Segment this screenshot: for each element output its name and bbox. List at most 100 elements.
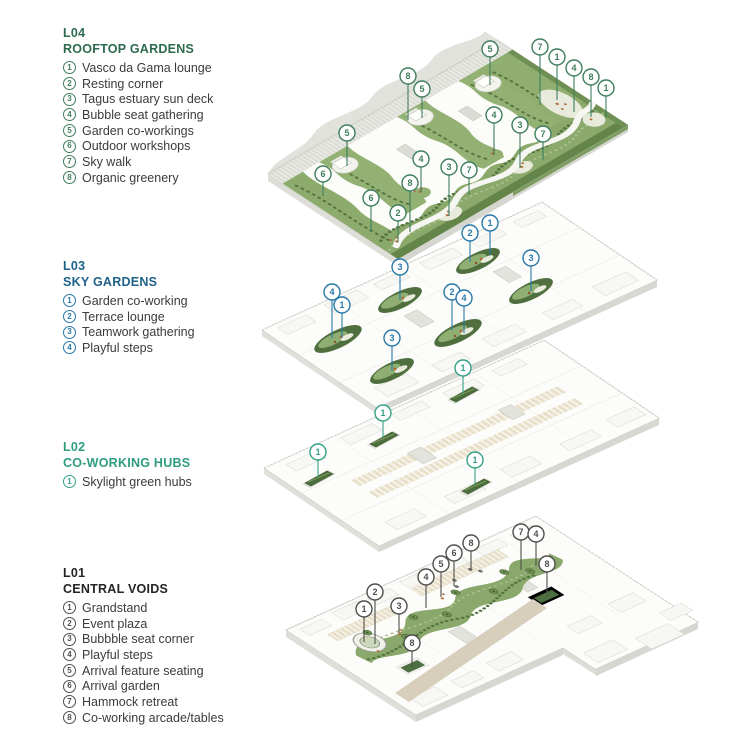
plan-marker-L04: 7 [531, 38, 549, 105]
legend-item: 2 Event plaza [63, 616, 224, 632]
marker-circle [485, 106, 503, 124]
marker-number: 6 [320, 169, 325, 179]
item-number-badge: 7 [63, 695, 76, 709]
item-label: Event plaza [82, 616, 148, 631]
plan-marker-L01: 4 [527, 525, 545, 566]
item-number-badge: 6 [63, 679, 76, 693]
plan-marker-L04: 5 [481, 40, 499, 85]
item-number-badge: 2 [63, 310, 76, 324]
plan-marker-L01: 5 [432, 555, 450, 597]
marker-circle [383, 329, 401, 347]
room-outlines [299, 525, 694, 707]
marker-circle [323, 283, 341, 301]
item-label: Resting corner [82, 76, 164, 91]
marker-circle [582, 68, 600, 86]
plan-marker-L04: 8 [399, 67, 417, 120]
marker-number: 8 [544, 559, 549, 569]
trees [362, 568, 535, 640]
plan-marker-L04: 2 [389, 204, 407, 242]
level-title: CENTRAL VOIDS [63, 582, 169, 596]
level-title: SKY GARDENS [63, 275, 158, 289]
item-label: Playful steps [82, 647, 153, 662]
item-number-badge: 8 [63, 171, 76, 185]
legend-item: 7 Hammock retreat [63, 694, 224, 710]
plan-marker-L04: 4 [485, 106, 503, 155]
green-hub-planters [302, 386, 493, 496]
marker-circle [362, 189, 380, 207]
marker-number: 7 [537, 42, 542, 52]
marker-circle [399, 67, 417, 85]
spine-walkway [395, 599, 547, 702]
marker-number: 7 [466, 165, 471, 175]
plan-marker-L01: 8 [403, 634, 421, 667]
marker-number: 1 [472, 455, 477, 465]
plate-side [563, 648, 596, 675]
marker-number: 4 [423, 572, 428, 582]
plan-marker-L02: 1 [309, 443, 327, 477]
marker-circle [466, 451, 484, 469]
plan-marker-L04: 3 [440, 158, 458, 216]
marker-circle [454, 359, 472, 377]
marker-number: 4 [533, 529, 538, 539]
room-outlines [285, 358, 647, 531]
marker-number: 6 [368, 193, 373, 203]
level-code: L02 [63, 440, 86, 454]
item-number-badge: 2 [63, 617, 76, 631]
marker-number: 8 [405, 71, 410, 81]
item-number-badge: 8 [63, 711, 76, 725]
item-label: Organic greenery [82, 170, 179, 185]
table-dots [452, 568, 483, 588]
marker-number: 3 [446, 162, 451, 172]
marker-circle [389, 204, 407, 222]
marker-number: 7 [518, 527, 523, 537]
marker-number: 1 [460, 363, 465, 373]
item-number-badge: 2 [63, 77, 76, 91]
marker-number: 7 [540, 129, 545, 139]
plan-marker-L04: 4 [412, 150, 430, 192]
item-label: Garden co-workings [82, 123, 194, 138]
marker-number: 1 [603, 83, 608, 93]
marker-number: 4 [461, 293, 466, 303]
item-label: Garden co-working [82, 293, 188, 308]
plan-marker-L03: 2 [461, 224, 479, 262]
marker-number: 3 [397, 262, 402, 272]
marker-number: 4 [491, 110, 496, 120]
item-label: Teamwork gathering [82, 325, 195, 340]
marker-number: 5 [438, 559, 443, 569]
marker-number: 3 [517, 120, 522, 130]
marker-circle [481, 214, 499, 232]
item-number-badge: 6 [63, 139, 76, 153]
legend-item: 2 Resting corner [63, 76, 213, 92]
marker-number: 2 [449, 287, 454, 297]
plate-side [379, 418, 659, 552]
plate-side [268, 174, 398, 266]
item-number-badge: 4 [63, 341, 76, 355]
marker-circle [522, 249, 540, 267]
marker-number: 2 [372, 587, 377, 597]
item-label: Playful steps [82, 340, 153, 355]
marker-circle [538, 555, 556, 573]
marker-circle [390, 597, 408, 615]
marker-number: 1 [554, 52, 559, 62]
plan-marker-L01: 8 [538, 555, 556, 597]
marker-number: 3 [389, 333, 394, 343]
item-label: Outdoor workshops [82, 139, 191, 154]
plan-marker-L04: 3 [511, 116, 529, 168]
marker-number: 5 [419, 84, 424, 94]
item-label: Hammock retreat [82, 694, 178, 709]
level-code: L04 [63, 26, 86, 40]
